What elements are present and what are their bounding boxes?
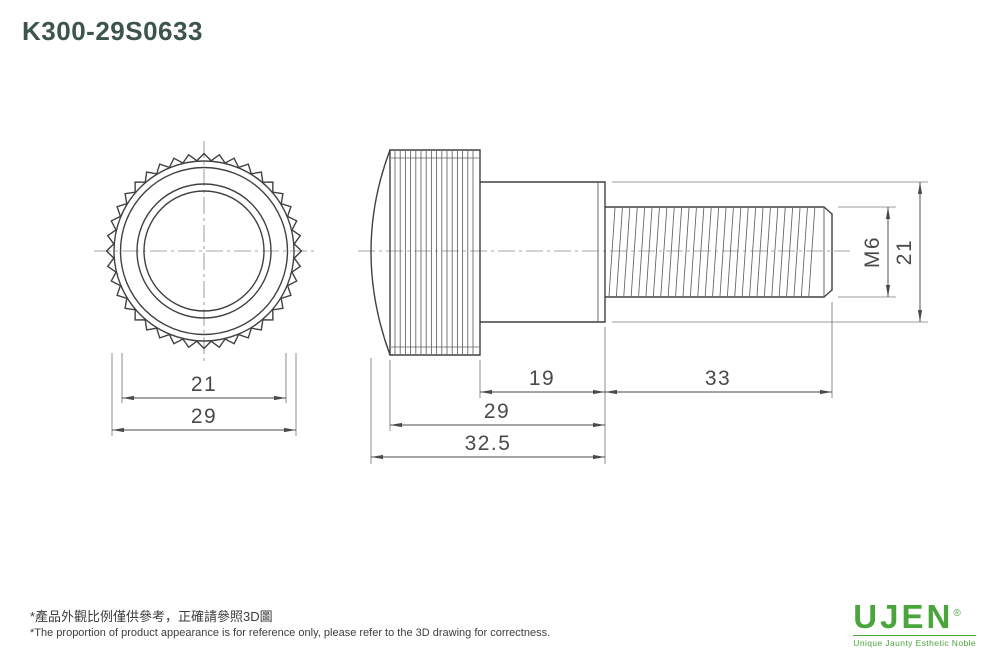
knurl-lines	[394, 151, 474, 354]
dim-label-body-length: 29	[484, 400, 510, 423]
footnote-chinese: *產品外觀比例僅供參考，正確請參照3D圖	[30, 609, 273, 624]
dim-label-thread-spec: M6	[861, 236, 884, 268]
dim-label-front-inner: 21	[191, 373, 217, 396]
dimension-lines	[112, 182, 923, 460]
footnote-english: *The proportion of product appearance is…	[30, 627, 551, 639]
dim-label-overall-length: 32.5	[465, 432, 512, 455]
knurl-inner-circle	[119, 166, 289, 336]
dim-label-thread-length: 33	[705, 367, 731, 390]
logo-wordmark: UJEN®	[853, 600, 976, 633]
knurl-valley-circle	[113, 160, 295, 342]
brand-logo: UJEN® Unique Jaunty Esthetic Noble	[853, 600, 976, 648]
side-view-outline	[370, 149, 833, 356]
registered-mark: ®	[953, 608, 961, 619]
head-chamfer-lines	[391, 157, 479, 348]
dim-label-neck-length: 19	[529, 367, 555, 390]
front-view-outline	[105, 152, 303, 350]
extension-lines	[111, 181, 928, 464]
dim-label-front-outer: 29	[191, 405, 217, 428]
dimension-labels: 21 29 19 33 29 32.5 21 M6	[191, 236, 916, 455]
center-lines	[94, 141, 850, 361]
part-number-title: K300-29S0633	[22, 16, 203, 46]
boss-outer-circle	[136, 183, 272, 319]
thread-lines	[608, 207, 816, 297]
boss-chamfer-circle	[143, 190, 265, 312]
logo-tagline: Unique Jaunty Esthetic Noble	[853, 635, 976, 648]
dim-label-shaft-diameter: 21	[893, 239, 916, 265]
knurl-serration	[105, 152, 303, 350]
dome-arc	[370, 149, 391, 356]
footnotes: *產品外觀比例僅供參考，正確請參照3D圖 *The proportion of …	[30, 608, 550, 641]
logo-text: UJEN	[853, 598, 954, 635]
